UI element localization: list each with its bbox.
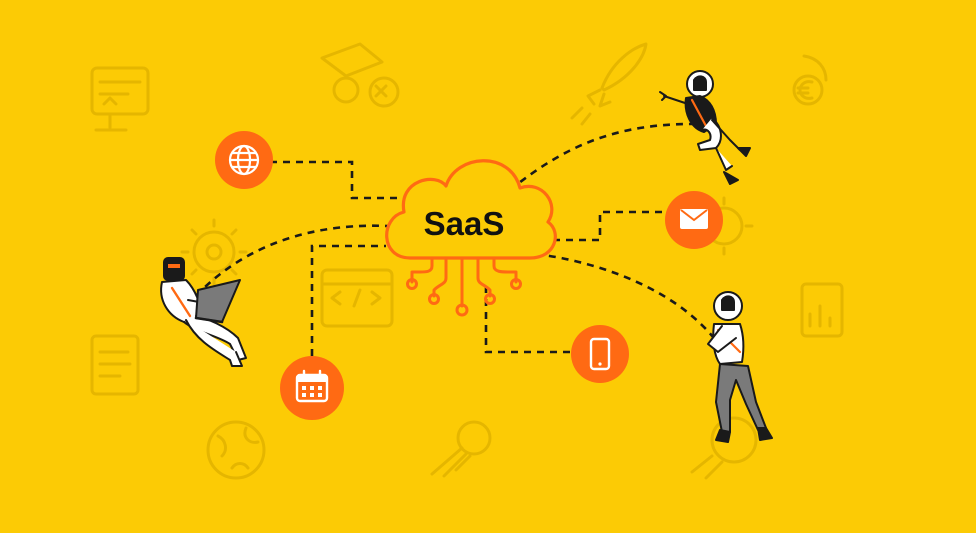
- node-phone: [571, 325, 629, 383]
- chart-doodle-icon: [800, 282, 844, 338]
- orbit-doodle-icon: [690, 416, 758, 480]
- person-with-laptop-icon: [160, 257, 247, 367]
- comet-doodle-icon: [430, 420, 492, 478]
- connector-standing-astronaut: [535, 252, 722, 347]
- smartphone-icon: [589, 337, 611, 371]
- gear-doodle-icon: [180, 218, 248, 286]
- connector-globe: [270, 160, 412, 200]
- connectors: [195, 122, 722, 356]
- planet-doodle-icon: [206, 420, 266, 480]
- monitor-doodle-icon: [90, 66, 150, 132]
- code-window-doodle-icon: [320, 268, 394, 328]
- cloud-shape: [385, 159, 557, 260]
- rocket-doodle-icon: [570, 42, 648, 126]
- background-doodles: [90, 42, 844, 480]
- astronaut-floating-icon: [659, 70, 751, 185]
- mail-icon: [680, 209, 708, 229]
- drone-doodle-icon: [320, 42, 400, 108]
- node-calendar: [280, 356, 344, 420]
- node-mail: [665, 191, 723, 249]
- node-globe: [215, 131, 273, 189]
- document-doodle-icon: [90, 334, 140, 396]
- astronaut-standing-icon: [707, 291, 773, 443]
- circuit-traces: [406, 256, 522, 317]
- connector-mail: [540, 210, 668, 242]
- connector-phone: [484, 286, 576, 354]
- connector-floating-astronaut: [509, 122, 693, 192]
- connector-calendar: [310, 244, 386, 356]
- connector-laptop-person: [195, 224, 389, 297]
- saas-cloud: SaaS: [385, 159, 557, 317]
- cloud-label: SaaS: [424, 205, 505, 242]
- calendar-icon: [295, 369, 329, 403]
- euro-doodle-icon: [792, 54, 828, 106]
- globe-icon: [228, 144, 260, 176]
